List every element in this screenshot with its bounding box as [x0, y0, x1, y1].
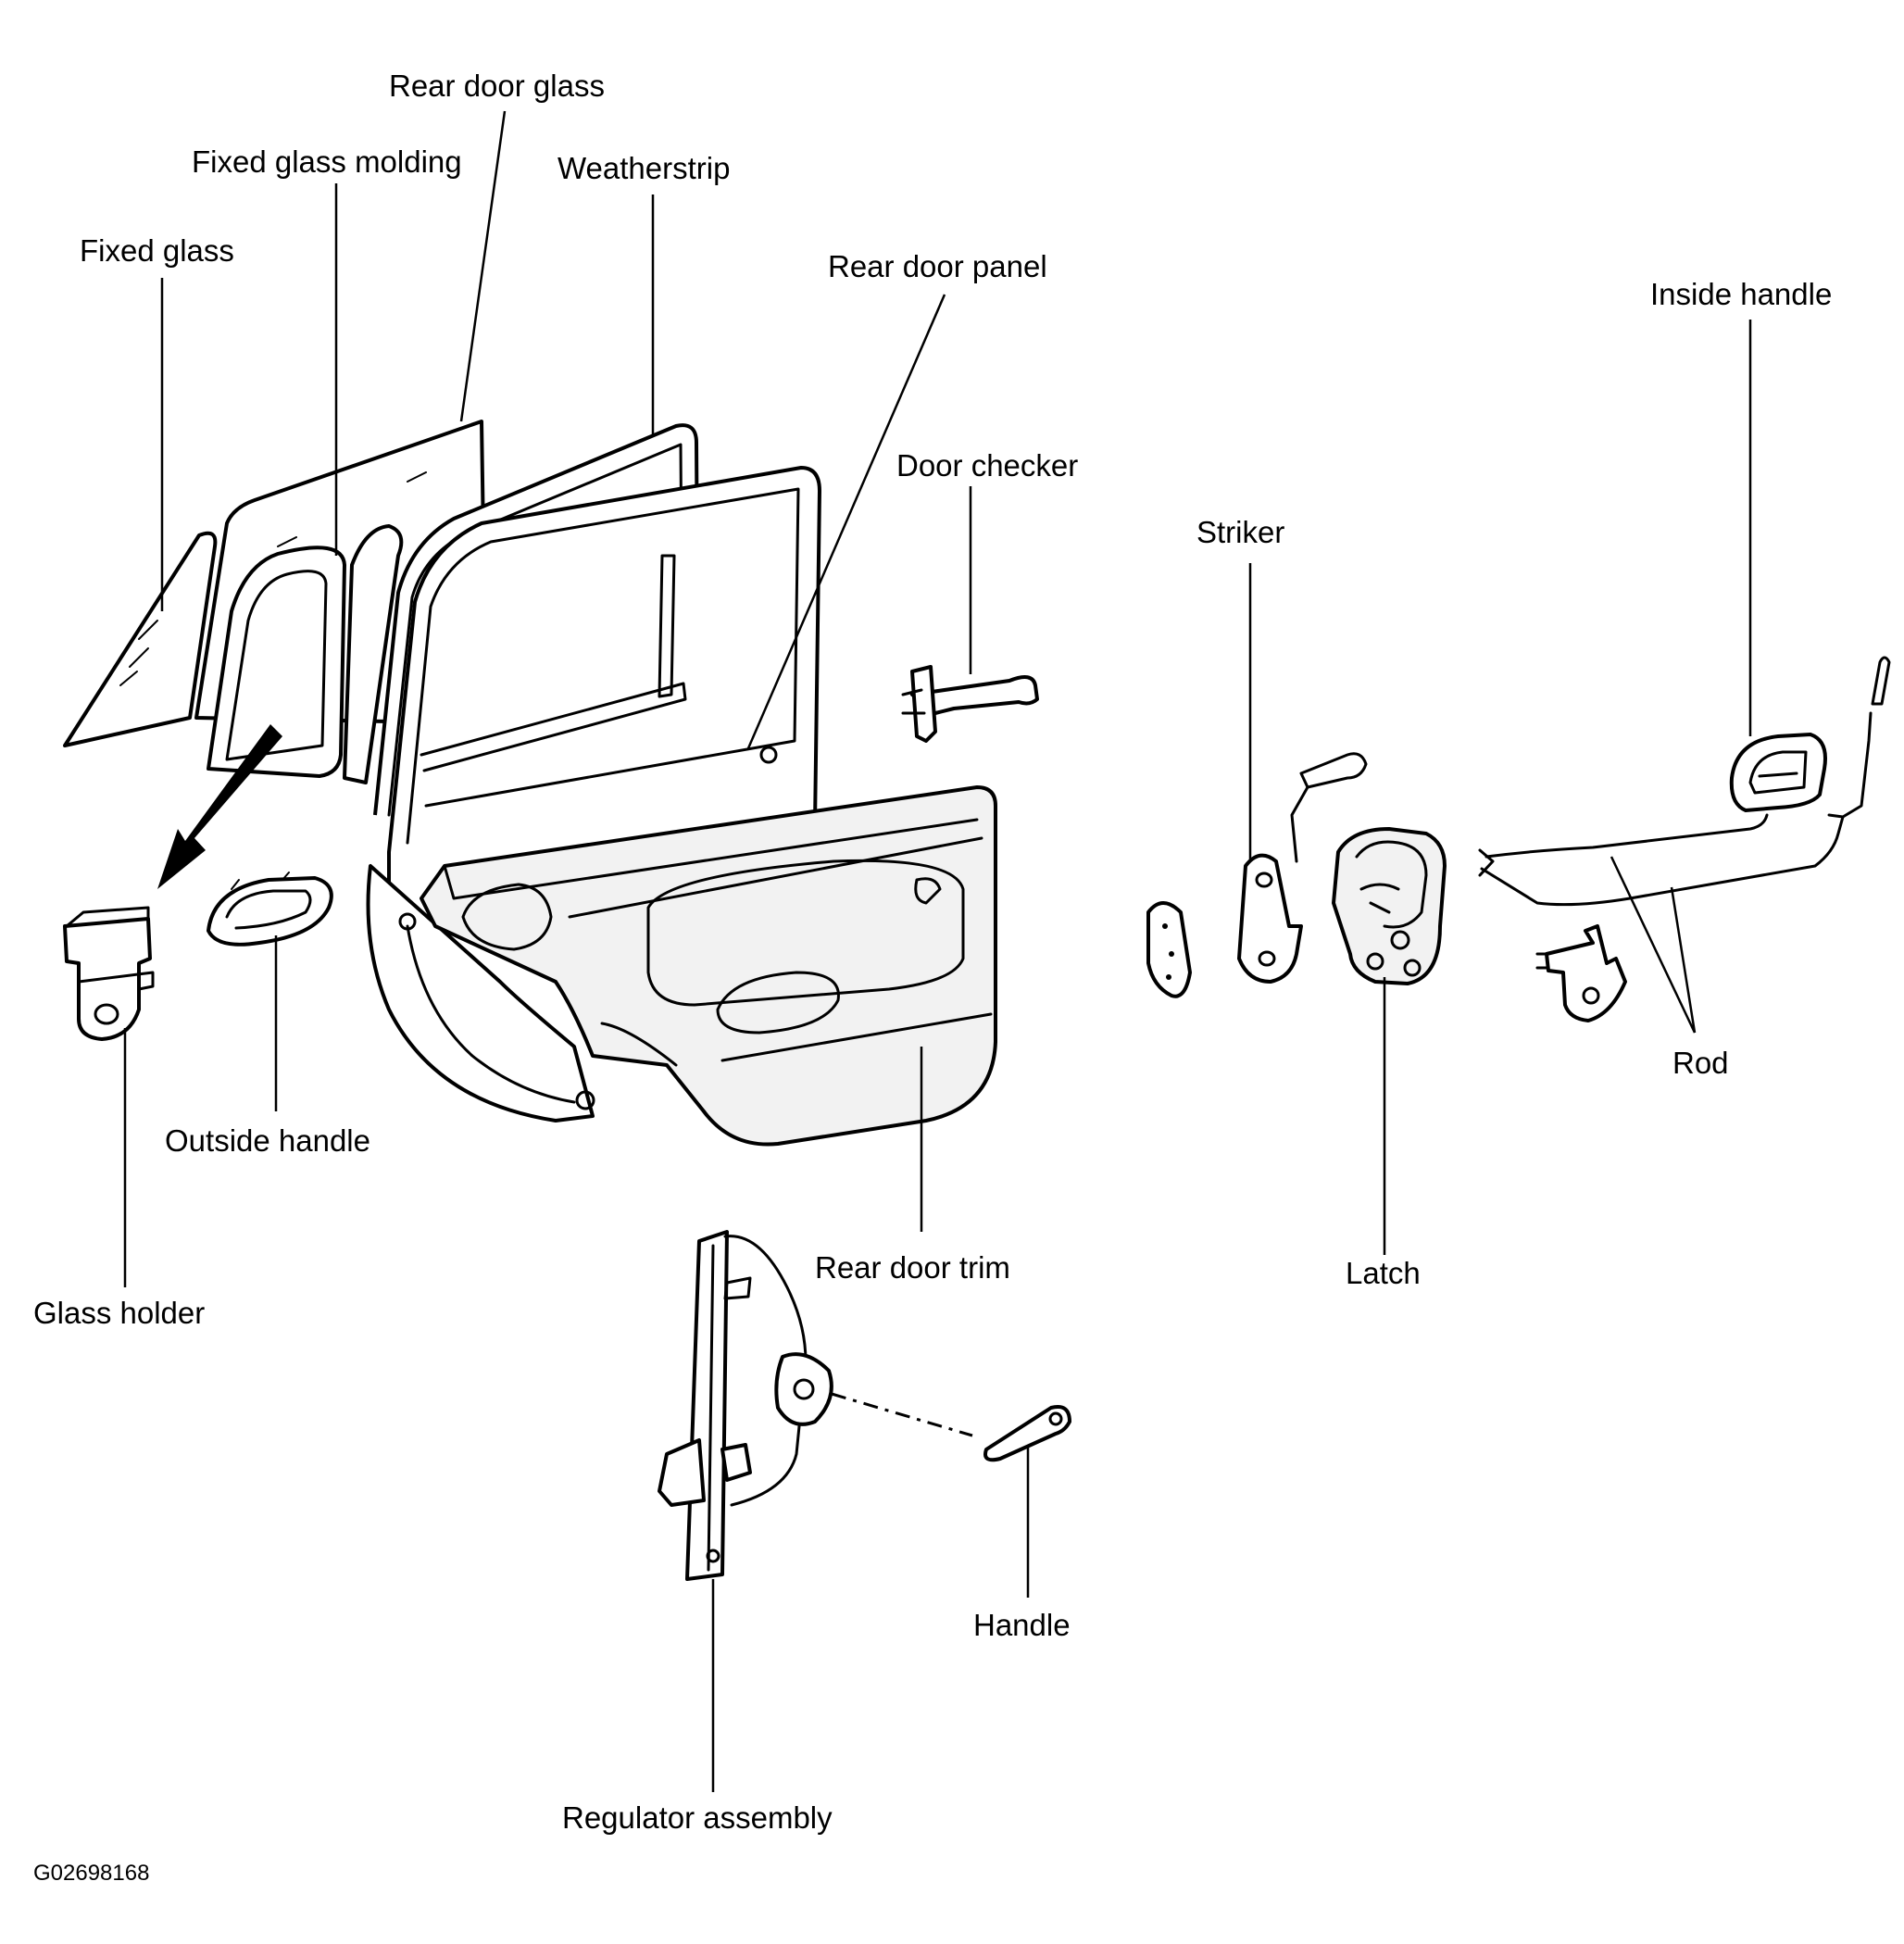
label-glass-holder: Glass holder: [33, 1296, 206, 1330]
rod-part: [1478, 656, 1891, 907]
regulator-assembly-part: [658, 1230, 973, 1581]
outside-handle-part: [207, 872, 333, 947]
rear-door-trim-part: [420, 785, 997, 1147]
inside-handle-part: [1729, 733, 1827, 812]
label-rear-door-panel: Rear door panel: [828, 249, 1047, 283]
label-regulator-assembly: Regulator assembly: [562, 1800, 833, 1835]
leader-lines: [123, 110, 1752, 1792]
label-rear-door-trim: Rear door trim: [815, 1250, 1010, 1285]
label-door-checker: Door checker: [896, 448, 1079, 483]
fixed-glass-molding-part: [207, 524, 404, 784]
label-rear-door-glass: Rear door glass: [389, 69, 605, 103]
bellcrank-part: [1535, 924, 1627, 1022]
label-fixed-glass-molding: Fixed glass molding: [192, 144, 462, 179]
label-outside-handle: Outside handle: [165, 1123, 370, 1158]
label-fixed-glass: Fixed glass: [80, 233, 234, 268]
label-handle: Handle: [973, 1608, 1071, 1642]
glass-holder-part: [63, 906, 155, 1041]
label-inside-handle: Inside handle: [1650, 277, 1833, 311]
label-rod: Rod: [1672, 1046, 1729, 1080]
label-latch: Latch: [1346, 1256, 1421, 1290]
direction-arrow: [157, 724, 282, 889]
rear-door-panel-part: [366, 466, 821, 1123]
label-striker: Striker: [1196, 515, 1285, 549]
latch-part: [1332, 827, 1447, 985]
label-weatherstrip: Weatherstrip: [557, 151, 731, 185]
striker-part: [1146, 752, 1368, 998]
door-checker-part: [901, 665, 1039, 743]
figure-code: G02698168: [33, 1861, 150, 1886]
fixed-glass-part: [63, 531, 218, 747]
window-crank-handle-part: [983, 1405, 1071, 1462]
